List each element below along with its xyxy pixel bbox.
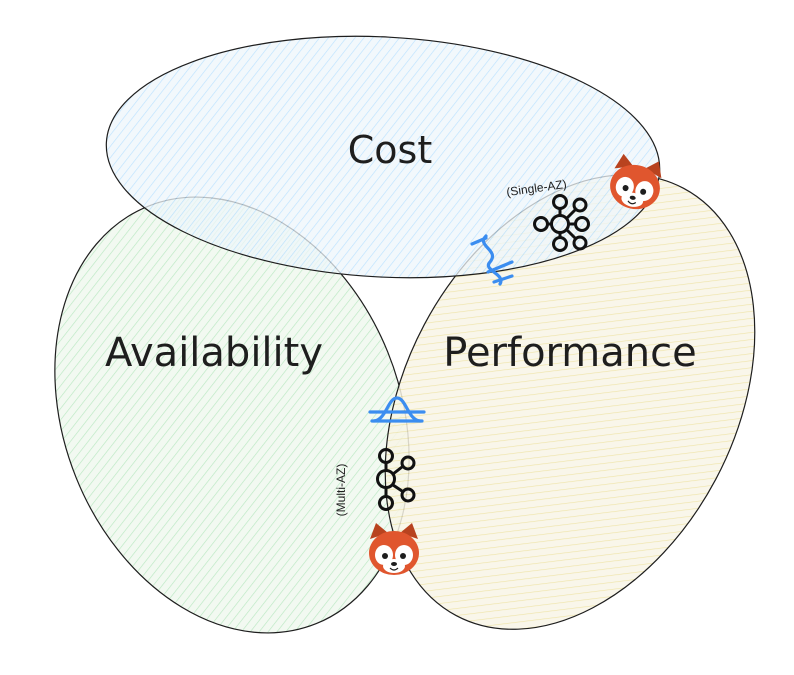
- availability-label: Availability: [105, 330, 323, 376]
- multi-az-link-icon: [368, 396, 426, 423]
- kafka-logo-icon-multi-az: [376, 448, 416, 511]
- performance-set: [384, 174, 756, 630]
- performance-label: Performance: [443, 330, 696, 376]
- multi-az-annotation: (Multi-AZ): [334, 464, 348, 517]
- red-panda-icon-multi-az: [369, 523, 419, 575]
- kafka-logo-icon: [533, 194, 590, 252]
- cost-label: Cost: [348, 128, 432, 172]
- red-panda-icon-single-az: [610, 153, 662, 210]
- single-az-link-icon: [470, 234, 514, 286]
